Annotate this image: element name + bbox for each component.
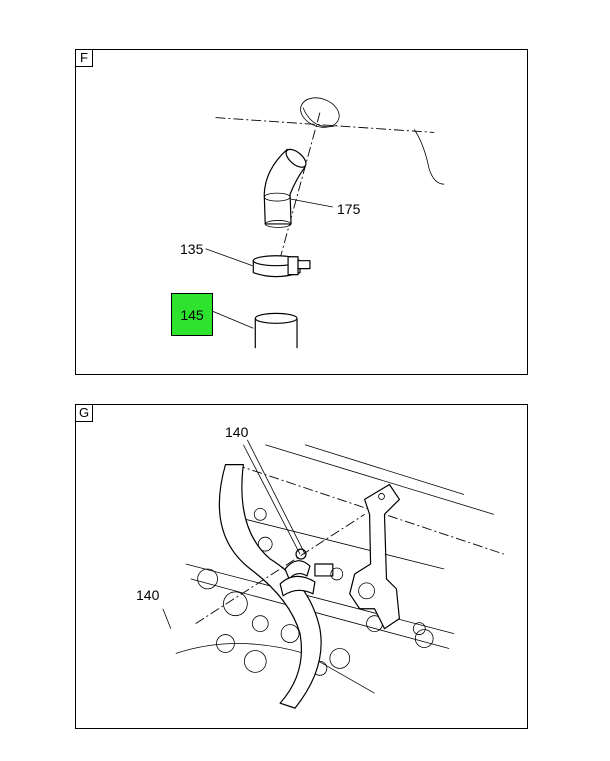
callout-175[interactable]: 175: [337, 201, 361, 217]
panel-letter-f: F: [75, 49, 93, 67]
hose-assembly-drawing-f: [205, 97, 445, 349]
callout-135[interactable]: 135: [180, 241, 204, 257]
callout-145: 145: [180, 306, 204, 323]
callout-140-upper[interactable]: 140: [225, 424, 249, 440]
detail-panel-f: F 175 135 145: [75, 49, 528, 375]
callout-140-lower[interactable]: 140: [136, 587, 160, 603]
detail-panel-g: G 140 140: [75, 404, 528, 729]
callout-145-highlight[interactable]: 145: [171, 293, 213, 336]
panel-letter-g: G: [75, 404, 93, 422]
engine-hose-routing-drawing-g: [162, 439, 504, 709]
